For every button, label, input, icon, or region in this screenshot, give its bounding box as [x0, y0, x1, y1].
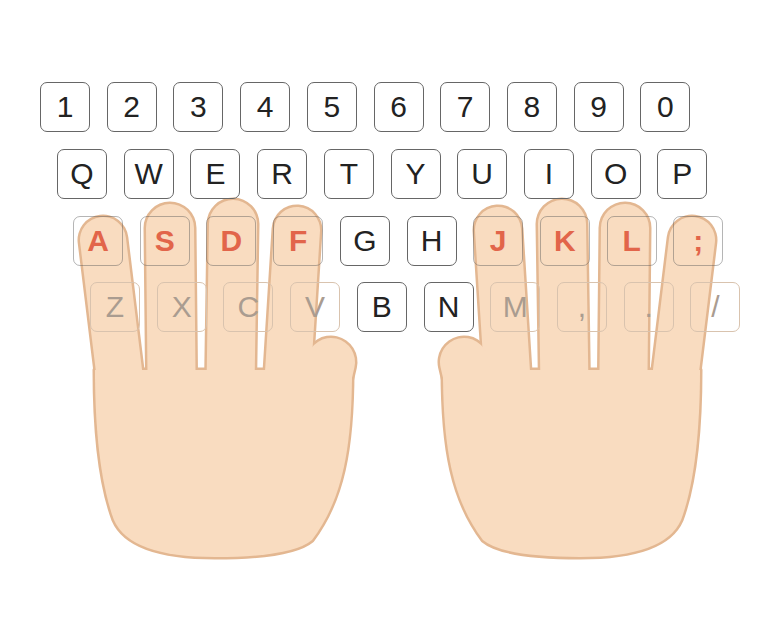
- covered-key: M: [490, 282, 540, 332]
- key-label: V: [305, 292, 325, 322]
- keyboard-key: 9: [574, 82, 624, 132]
- home-row-key: D: [206, 216, 256, 266]
- key-label: T: [340, 159, 358, 189]
- key-label: 1: [57, 92, 74, 122]
- keyboard-key: O: [591, 149, 641, 199]
- key-label: 0: [657, 92, 674, 122]
- key-label: A: [87, 226, 109, 256]
- key-label: J: [490, 226, 507, 256]
- home-row-key: L: [607, 216, 657, 266]
- key-label: W: [135, 159, 163, 189]
- keyboard-key: Q: [57, 149, 107, 199]
- key-label: R: [271, 159, 293, 189]
- keyboard-key: 8: [507, 82, 557, 132]
- right-hand: [443, 224, 700, 557]
- covered-key: /: [690, 282, 740, 332]
- key-label: 9: [590, 92, 607, 122]
- key-label: ,: [578, 292, 586, 322]
- key-label: E: [205, 159, 225, 189]
- keyboard-key: 4: [240, 82, 290, 132]
- home-row-key: K: [540, 216, 590, 266]
- key-label: X: [172, 292, 192, 322]
- key-label: 4: [257, 92, 274, 122]
- key-label: G: [353, 226, 376, 256]
- keyboard-key: 7: [440, 82, 490, 132]
- key-label: C: [238, 292, 260, 322]
- key-label: S: [155, 226, 175, 256]
- key-label: 8: [524, 92, 541, 122]
- key-label: /: [711, 292, 719, 322]
- keyboard-key: W: [124, 149, 174, 199]
- key-label: 7: [457, 92, 474, 122]
- keyboard-key: 5: [307, 82, 357, 132]
- key-label: K: [554, 226, 576, 256]
- home-row-key: ;: [673, 216, 723, 266]
- home-row-key: J: [473, 216, 523, 266]
- home-row-key: F: [273, 216, 323, 266]
- key-label: O: [604, 159, 627, 189]
- key-label: 3: [190, 92, 207, 122]
- keyboard-key: H: [407, 216, 457, 266]
- keyboard-key: R: [257, 149, 307, 199]
- keyboard-key: 0: [640, 82, 690, 132]
- key-label: 5: [323, 92, 340, 122]
- key-label: D: [221, 226, 243, 256]
- home-row-key: S: [140, 216, 190, 266]
- covered-key: V: [290, 282, 340, 332]
- key-label: ;: [693, 226, 703, 256]
- keyboard-key: I: [524, 149, 574, 199]
- keyboard-key: 6: [374, 82, 424, 132]
- keyboard-key: T: [324, 149, 374, 199]
- key-label: .: [644, 292, 652, 322]
- key-label: N: [438, 292, 460, 322]
- keyboard-key: G: [340, 216, 390, 266]
- key-label: F: [289, 226, 307, 256]
- key-label: 6: [390, 92, 407, 122]
- keyboard-key: P: [657, 149, 707, 199]
- keyboard-key: E: [190, 149, 240, 199]
- key-label: L: [622, 226, 640, 256]
- key-label: B: [372, 292, 392, 322]
- covered-key: C: [223, 282, 273, 332]
- key-label: 2: [123, 92, 140, 122]
- keyboard-key: B: [357, 282, 407, 332]
- key-label: I: [545, 159, 553, 189]
- covered-key: ,: [557, 282, 607, 332]
- key-label: Z: [106, 292, 124, 322]
- key-label: Y: [405, 159, 425, 189]
- keyboard-key: Y: [391, 149, 441, 199]
- keyboard-key: 1: [40, 82, 90, 132]
- key-label: U: [471, 159, 493, 189]
- keyboard-key: N: [424, 282, 474, 332]
- covered-key: Z: [90, 282, 140, 332]
- keyboard-key: 2: [107, 82, 157, 132]
- keyboard-key: 3: [173, 82, 223, 132]
- key-label: H: [421, 226, 443, 256]
- key-label: Q: [70, 159, 93, 189]
- key-label: M: [503, 292, 528, 322]
- left-hand: [95, 224, 352, 557]
- covered-key: X: [157, 282, 207, 332]
- key-label: P: [672, 159, 692, 189]
- covered-key: .: [624, 282, 674, 332]
- keyboard-key: U: [457, 149, 507, 199]
- home-row-key: A: [73, 216, 123, 266]
